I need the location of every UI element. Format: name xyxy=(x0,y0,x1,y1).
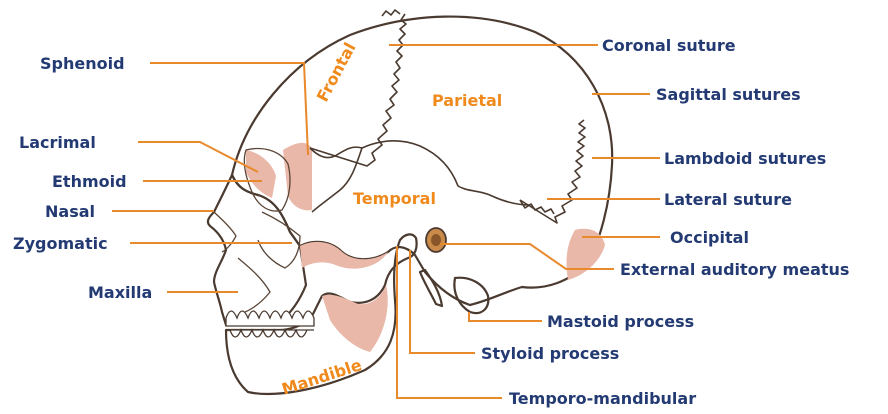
label-nasal: Nasal xyxy=(45,202,95,221)
label-ethmoid: Ethmoid xyxy=(52,172,127,191)
styloid-leader xyxy=(410,250,475,353)
label-maxilla: Maxilla xyxy=(88,283,152,302)
label-sphenoid: Sphenoid xyxy=(40,54,125,73)
label-mastoid-process: Mastoid process xyxy=(547,312,694,331)
zygomatic-outline xyxy=(258,212,300,268)
lambdoid-suture-line xyxy=(520,120,585,223)
label-external-auditory-meatus: External auditory meatus xyxy=(620,260,849,279)
label-occipital: Occipital xyxy=(670,228,749,247)
mastoid-shape xyxy=(454,278,488,313)
bone-name-parietal: Parietal xyxy=(432,91,502,110)
label-zygomatic: Zygomatic xyxy=(13,234,108,253)
lower-teeth xyxy=(230,330,314,337)
bone-name-mandible: Mandible xyxy=(279,355,364,399)
orbit-shade xyxy=(246,150,276,198)
label-sagittal-sutures: Sagittal sutures xyxy=(656,85,801,104)
label-lambdoid-sutures: Lambdoid sutures xyxy=(664,149,826,168)
label-coronal-suture: Coronal suture xyxy=(602,36,736,55)
upper-teeth xyxy=(226,311,314,326)
auditory-meatus-inner xyxy=(431,234,441,246)
label-lateral-suture: Lateral suture xyxy=(664,190,792,209)
bone-name-temporal: Temporal xyxy=(353,189,436,208)
label-styloid-process: Styloid process xyxy=(481,344,619,363)
styloid-shape xyxy=(420,270,442,306)
zygomatic-arch-shade xyxy=(300,242,388,269)
pterion-line xyxy=(310,147,362,157)
label-temporo-mandibular: Temporo-mandibular xyxy=(509,389,696,408)
maxilla-outline xyxy=(238,258,270,314)
lateral-suture-line xyxy=(520,200,554,214)
label-lacrimal: Lacrimal xyxy=(19,133,96,152)
bone-name-frontal: Frontal xyxy=(313,39,360,105)
frontal-suture-detail xyxy=(382,10,400,16)
